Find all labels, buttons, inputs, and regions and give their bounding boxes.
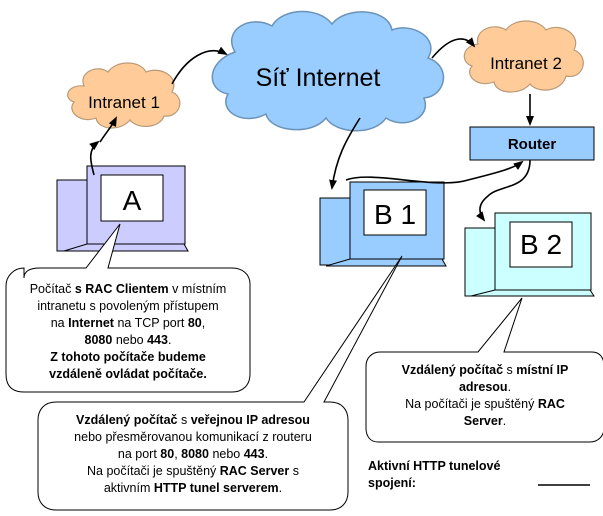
callout-b1-line-5: aktivním HTTP tunel serverem.	[103, 481, 283, 495]
callout-b1-bubble	[37, 255, 403, 511]
computer-b1: B 1	[319, 181, 447, 267]
callout-b2-text: Vzdálený počítač s místní IP adresou. Na…	[370, 362, 600, 430]
computer-a-label: A	[123, 185, 142, 216]
callout-a-line-3: na Internet na TCP port 80,	[50, 316, 206, 330]
computer-b1-tower	[319, 197, 351, 266]
callout-a-line-1: Počítač s RAC Clientem v místním	[29, 282, 227, 296]
computer-b1-base	[325, 258, 447, 267]
callout-a-line-6: vzdáleně ovládat počítače.	[49, 367, 207, 381]
callout-a-line-4: 8080 nebo 443.	[84, 333, 172, 347]
arrow-a-to-intranet1	[89, 140, 100, 176]
callout-a-bubble	[5, 223, 251, 393]
computer-b1-screen	[363, 189, 427, 236]
callout-b2-line-1: Vzdálený počítač s místní IP	[401, 363, 569, 377]
arrow-router-to-b2	[476, 159, 531, 222]
computer-b2: B 2	[464, 212, 595, 297]
computer-a-base	[63, 243, 189, 252]
computer-b2-label: B 2	[520, 229, 562, 260]
computer-a-screen	[100, 174, 164, 222]
callout-b2-bubble	[365, 297, 603, 443]
callout-a-text: Počítač s RAC Clientem v místním intrane…	[10, 281, 246, 383]
callout-b2-line-2: adresou.	[458, 380, 512, 394]
internet-cloud: Síť Internet	[211, 10, 445, 132]
callout-b2-line-3: Na počítači je spuštěný RAC	[405, 397, 565, 411]
legend-line-1: Aktivní HTTP tunelové	[368, 459, 501, 473]
arrow-internet-to-intranet2	[431, 37, 476, 59]
connections	[89, 37, 534, 222]
callout-b1-line-3: na port 80, 8080 nebo 443.	[117, 447, 269, 461]
callout-b1-line-4: Na počítači je spuštěný RAC Server s	[87, 464, 299, 478]
callout-b1-line-1: Vzdálený počítač s veřejnou IP adresou	[76, 413, 310, 427]
callout-b1-text: Vzdálený počítač s veřejnou IP adresou n…	[42, 412, 344, 497]
computer-b2-tower	[464, 227, 496, 297]
intranet1-cloud: Intranet 1	[67, 62, 181, 129]
intranet2-cloud: Intranet 2	[463, 20, 584, 93]
callout-b2-line-4: Server.	[463, 414, 507, 428]
arrow-internet-to-b1	[329, 117, 361, 190]
legend: Aktivní HTTP tunelové spojení:	[368, 458, 536, 492]
computer-a: A	[56, 165, 189, 252]
intranet2-label: Intranet 2	[490, 54, 562, 73]
arrow-intranet1-to-internet	[171, 46, 228, 85]
arrow-b1-to-router	[345, 160, 524, 184]
computer-b1-label: B 1	[374, 199, 416, 230]
arrow-a-to-intranet1-tip	[99, 116, 117, 143]
computer-b2-base	[470, 289, 595, 297]
computer-a-tower	[56, 179, 88, 252]
router-box: Router	[469, 126, 595, 161]
legend-line-2: spojení:	[368, 476, 416, 490]
intranet1-label: Intranet 1	[88, 93, 160, 112]
callout-b1-line-2: nebo přesměrovanou komunikací z routeru	[74, 430, 312, 444]
router-label: Router	[508, 136, 556, 153]
callout-a-line-2: intranetu s povoleným přístupem	[37, 299, 219, 313]
callout-a-line-5: Z tohoto počítače budeme	[50, 350, 206, 364]
internet-label: Síť Internet	[256, 64, 381, 92]
computer-b2-screen	[509, 221, 573, 268]
